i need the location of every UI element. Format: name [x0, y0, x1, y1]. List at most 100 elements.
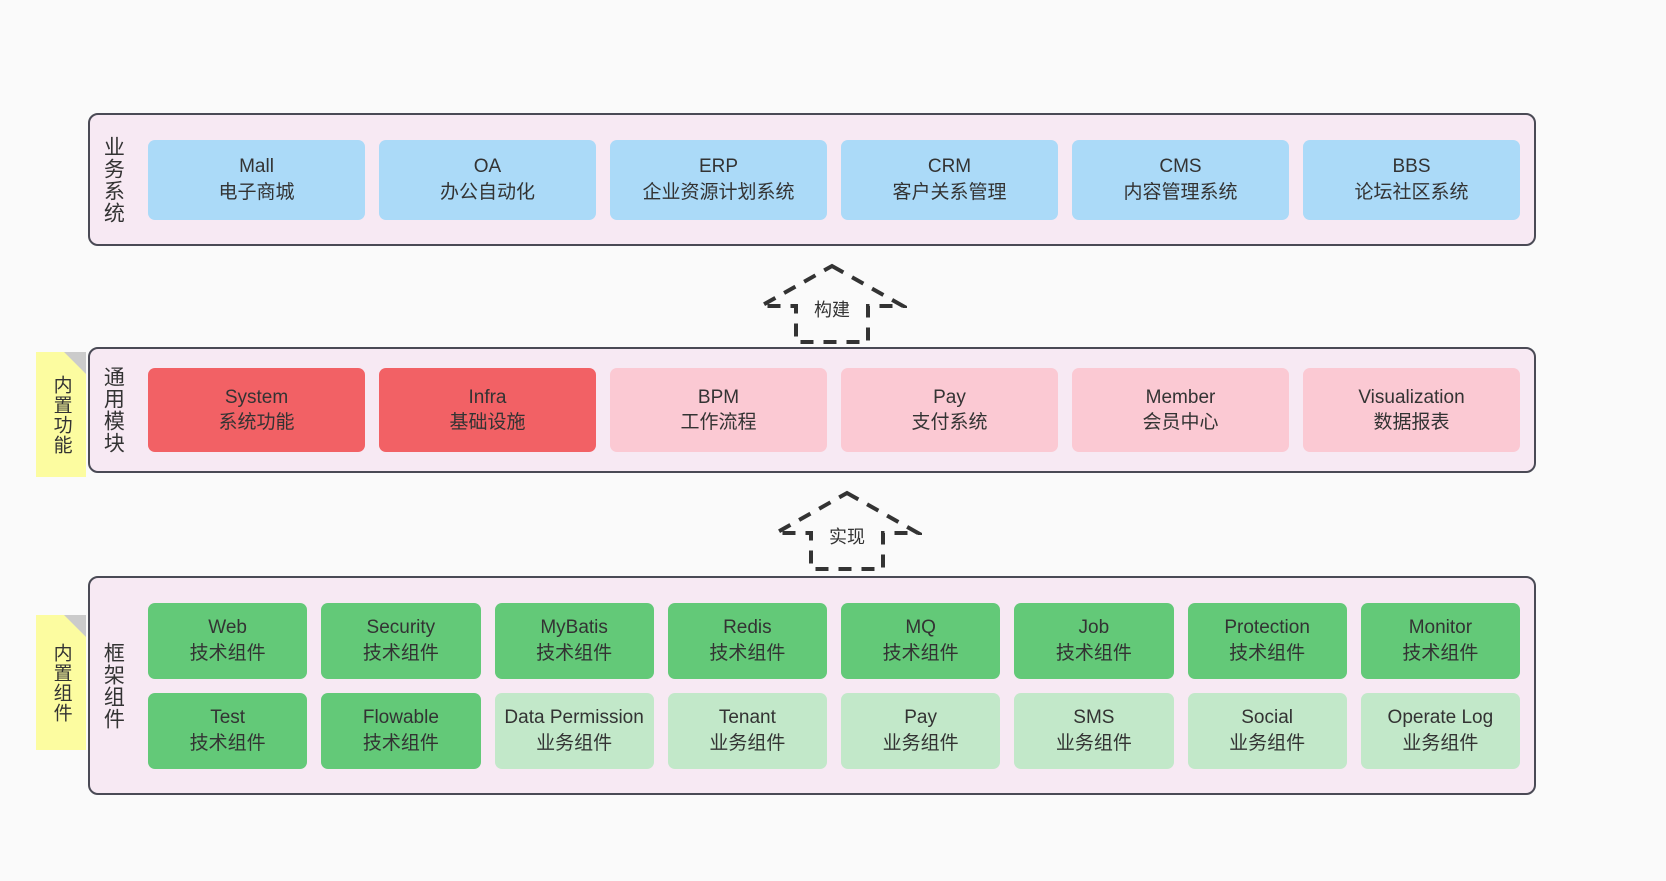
layer-business-systems: 业务系统 Mall 电子商城 OA 办公自动化 ERP 企业资源计划系统 CRM… — [88, 113, 1536, 246]
framework-row-technical: Web 技术组件 Security 技术组件 MyBatis 技术组件 Redi… — [148, 602, 1520, 679]
box-bbs[interactable]: BBS 论坛社区系统 — [1303, 139, 1520, 220]
box-pay-component[interactable]: Pay 业务组件 — [841, 692, 1001, 769]
box-mq[interactable]: MQ 技术组件 — [841, 602, 1001, 679]
box-mybatis-cn: 技术组件 — [536, 642, 613, 664]
box-erp[interactable]: ERP 企业资源计划系统 — [610, 139, 827, 220]
box-test-cn: 技术组件 — [189, 732, 266, 754]
arrow-implement: 实现 — [772, 489, 922, 572]
box-security-cn: 技术组件 — [362, 642, 439, 664]
box-monitor-cn: 技术组件 — [1402, 642, 1479, 664]
box-tenant-cn: 业务组件 — [709, 732, 786, 754]
box-web[interactable]: Web 技术组件 — [148, 602, 308, 679]
framework-row-business: Test 技术组件 Flowable 技术组件 Data Permission … — [148, 692, 1520, 769]
box-erp-cn: 企业资源计划系统 — [642, 181, 795, 203]
box-mall-cn: 电子商城 — [218, 181, 295, 203]
box-bbs-cn: 论坛社区系统 — [1354, 181, 1469, 203]
box-oa-cn: 办公自动化 — [439, 181, 535, 203]
box-mybatis[interactable]: MyBatis 技术组件 — [494, 602, 654, 679]
box-system-cn: 系统功能 — [218, 412, 295, 433]
box-pay-component-en: Pay — [904, 707, 937, 729]
box-visualization-en: Visualization — [1358, 386, 1465, 408]
note-fold-icon — [64, 352, 86, 374]
box-oa[interactable]: OA 办公自动化 — [379, 139, 596, 220]
box-infra-en: Infra — [468, 386, 507, 408]
box-member-cn: 会员中心 — [1142, 412, 1219, 433]
box-monitor[interactable]: Monitor 技术组件 — [1360, 602, 1520, 679]
box-bbs-en: BBS — [1392, 156, 1431, 178]
box-protection-en: Protection — [1224, 617, 1310, 639]
note-builtin-components-label: 内置组件 — [50, 642, 72, 723]
box-redis-en: Redis — [723, 617, 772, 639]
arrow-build-shape — [757, 263, 907, 344]
box-cms[interactable]: CMS 内容管理系统 — [1072, 139, 1289, 220]
box-security[interactable]: Security 技术组件 — [321, 602, 481, 679]
box-member-en: Member — [1145, 386, 1216, 408]
layer-framework-components: 框架组件 Web 技术组件 Security 技术组件 MyBatis 技术组件… — [88, 576, 1536, 795]
box-job-cn: 技术组件 — [1055, 642, 1132, 664]
box-mq-cn: 技术组件 — [882, 642, 959, 664]
box-social[interactable]: Social 业务组件 — [1187, 692, 1347, 769]
box-crm-en: CRM — [927, 156, 972, 178]
box-mybatis-en: MyBatis — [540, 617, 608, 639]
box-system[interactable]: System 系统功能 — [148, 368, 365, 452]
box-operate-log-cn: 业务组件 — [1402, 732, 1479, 754]
box-crm-cn: 客户关系管理 — [892, 181, 1007, 203]
box-protection-cn: 技术组件 — [1229, 642, 1306, 664]
box-mq-en: MQ — [905, 617, 936, 639]
layer-common-items: System 系统功能 Infra 基础设施 BPM 工作流程 Pay 支付系统… — [134, 349, 1534, 471]
box-web-en: Web — [208, 617, 247, 639]
box-job[interactable]: Job 技术组件 — [1014, 602, 1174, 679]
arrow-implement-shape — [772, 490, 922, 571]
box-bpm[interactable]: BPM 工作流程 — [610, 368, 827, 452]
box-infra[interactable]: Infra 基础设施 — [379, 368, 596, 452]
box-job-en: Job — [1078, 617, 1110, 639]
note-builtin-components: 内置组件 — [36, 615, 86, 750]
box-protection[interactable]: Protection 技术组件 — [1187, 602, 1347, 679]
box-tenant-en: Tenant — [718, 707, 776, 729]
box-pay-component-cn: 业务组件 — [882, 732, 959, 754]
layer-common-title: 通用模块 — [101, 366, 125, 454]
box-member[interactable]: Member 会员中心 — [1072, 368, 1289, 452]
box-web-cn: 技术组件 — [189, 642, 266, 664]
box-pay-module[interactable]: Pay 支付系统 — [841, 368, 1058, 452]
box-data-permission[interactable]: Data Permission 业务组件 — [494, 692, 654, 769]
layer-business-items: Mall 电子商城 OA 办公自动化 ERP 企业资源计划系统 CRM 客户关系… — [134, 115, 1534, 244]
box-operate-log[interactable]: Operate Log 业务组件 — [1360, 692, 1520, 769]
box-flowable[interactable]: Flowable 技术组件 — [321, 692, 481, 769]
box-redis-cn: 技术组件 — [709, 642, 786, 664]
box-data-permission-cn: 业务组件 — [536, 732, 613, 754]
note-builtin-features: 内置功能 — [36, 352, 86, 477]
box-oa-en: OA — [473, 156, 502, 178]
box-data-permission-en: Data Permission — [504, 707, 644, 729]
box-mall-en: Mall — [239, 156, 274, 178]
box-bpm-en: BPM — [697, 386, 740, 408]
note-builtin-features-label: 内置功能 — [50, 374, 72, 455]
box-social-cn: 业务组件 — [1229, 732, 1306, 754]
box-security-en: Security — [366, 617, 436, 639]
box-sms[interactable]: SMS 业务组件 — [1014, 692, 1174, 769]
box-test[interactable]: Test 技术组件 — [148, 692, 308, 769]
layer-framework-title: 框架组件 — [101, 641, 125, 730]
note-fold-icon — [64, 615, 86, 637]
box-system-en: System — [224, 386, 289, 408]
box-tenant[interactable]: Tenant 业务组件 — [667, 692, 827, 769]
box-mall[interactable]: Mall 电子商城 — [148, 139, 365, 220]
box-infra-cn: 基础设施 — [449, 412, 526, 433]
box-operate-log-en: Operate Log — [1387, 707, 1494, 729]
arrow-build: 构建 — [757, 262, 907, 345]
box-sms-en: SMS — [1073, 707, 1115, 729]
box-social-en: Social — [1241, 707, 1293, 729]
box-test-en: Test — [210, 707, 246, 729]
box-cms-cn: 内容管理系统 — [1123, 181, 1238, 203]
box-crm[interactable]: CRM 客户关系管理 — [841, 139, 1058, 220]
layer-business-title: 业务系统 — [101, 135, 125, 224]
box-bpm-cn: 工作流程 — [680, 412, 757, 433]
box-redis[interactable]: Redis 技术组件 — [667, 602, 827, 679]
box-visualization-cn: 数据报表 — [1373, 412, 1450, 433]
box-sms-cn: 业务组件 — [1055, 732, 1132, 754]
box-flowable-cn: 技术组件 — [362, 732, 439, 754]
box-visualization[interactable]: Visualization 数据报表 — [1303, 368, 1520, 452]
box-erp-en: ERP — [698, 156, 739, 178]
box-flowable-en: Flowable — [362, 707, 439, 729]
